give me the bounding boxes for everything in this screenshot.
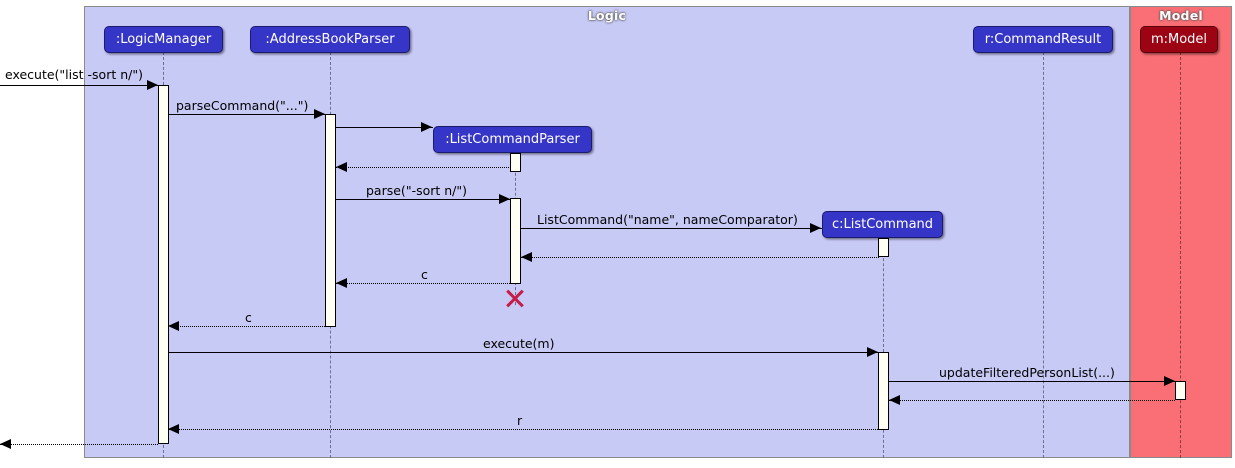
message-line-create-list-command-parser bbox=[336, 127, 433, 128]
arrow-head-parse bbox=[499, 194, 510, 204]
partition-logic-title: Logic bbox=[587, 8, 627, 23]
message-label-parse-command: parseCommand("...") bbox=[176, 98, 309, 113]
lifeline-command-result bbox=[1043, 52, 1044, 458]
participant-list-command-label: c:ListCommand bbox=[831, 217, 934, 232]
message-label-return-r: r bbox=[517, 413, 523, 428]
message-line-execute-list-sort bbox=[0, 85, 158, 86]
activation-list-command-parser-parse bbox=[510, 198, 521, 284]
message-line-update-filtered-person-list bbox=[889, 381, 1175, 382]
participant-model-label: m:Model bbox=[1150, 32, 1208, 47]
participant-model[interactable]: m:Model bbox=[1140, 26, 1218, 53]
message-line-parse-command bbox=[168, 114, 325, 115]
message-label-execute-m: execute(m) bbox=[483, 336, 555, 351]
message-label-return-c-parser: c bbox=[421, 267, 428, 282]
message-line-return-list-command-constructor bbox=[521, 257, 879, 258]
message-line-execute-m bbox=[168, 352, 878, 353]
participant-command-result-label: r:CommandResult bbox=[984, 32, 1102, 47]
arrow-head-return-model bbox=[889, 395, 900, 405]
participant-list-command[interactable]: c:ListCommand bbox=[822, 211, 943, 238]
arrow-head-update-filtered-person-list bbox=[1164, 376, 1175, 386]
message-line-return-c-parser bbox=[336, 283, 510, 284]
activation-address-book-parser bbox=[325, 114, 336, 327]
message-line-return-r bbox=[168, 429, 878, 430]
lifeline-model bbox=[1180, 52, 1181, 458]
participant-address-book-parser[interactable]: :AddressBookParser bbox=[250, 26, 410, 53]
participant-list-command-parser[interactable]: :ListCommandParser bbox=[433, 126, 592, 153]
arrow-head-return-r bbox=[168, 424, 179, 434]
destroy-marker-list-command-parser bbox=[504, 287, 526, 309]
message-line-parse bbox=[336, 199, 510, 200]
participant-logic-manager[interactable]: :LogicManager bbox=[104, 26, 223, 53]
message-line-return-model bbox=[889, 400, 1175, 401]
activation-logic-manager bbox=[158, 85, 169, 444]
activation-list-command-create bbox=[878, 238, 889, 257]
message-label-return-c-logic: c bbox=[245, 310, 252, 325]
message-label-parse: parse("-sort n/") bbox=[366, 183, 468, 198]
lifeline-list-command bbox=[883, 238, 884, 458]
message-label-list-command-constructor: ListCommand("name", nameComparator) bbox=[537, 212, 798, 227]
arrow-head-return-actor bbox=[0, 439, 11, 449]
arrow-head-return-c-parser bbox=[336, 278, 347, 288]
message-line-return-c-logic bbox=[168, 326, 325, 327]
partition-logic: Logic bbox=[84, 6, 1130, 458]
arrow-head-return-create-list-command-parser bbox=[336, 162, 347, 172]
participant-address-book-parser-label: :AddressBookParser bbox=[265, 32, 395, 47]
arrow-head-execute-m bbox=[867, 347, 878, 357]
participant-list-command-parser-label: :ListCommandParser bbox=[445, 132, 580, 147]
message-line-return-actor bbox=[0, 444, 158, 445]
message-label-execute-list-sort: execute("list -sort n/") bbox=[5, 67, 143, 82]
message-line-return-create-list-command-parser bbox=[336, 167, 511, 168]
arrow-head-create-list-command-parser bbox=[421, 122, 432, 132]
arrow-head-parse-command bbox=[314, 109, 325, 119]
message-line-list-command-constructor bbox=[521, 228, 822, 229]
partition-model-title: Model bbox=[1159, 8, 1203, 23]
activation-model bbox=[1175, 381, 1186, 400]
arrow-head-return-c-logic bbox=[168, 321, 179, 331]
participant-command-result[interactable]: r:CommandResult bbox=[973, 26, 1113, 53]
arrow-head-return-list-command-constructor bbox=[521, 252, 532, 262]
activation-list-command-parser-create bbox=[510, 153, 521, 172]
arrow-head-list-command-constructor bbox=[810, 223, 821, 233]
activation-list-command-execute bbox=[878, 352, 889, 430]
arrow-head-execute-list-sort bbox=[147, 80, 158, 90]
participant-logic-manager-label: :LogicManager bbox=[115, 32, 212, 47]
message-label-update-filtered-person-list: updateFilteredPersonList(...) bbox=[939, 365, 1115, 380]
